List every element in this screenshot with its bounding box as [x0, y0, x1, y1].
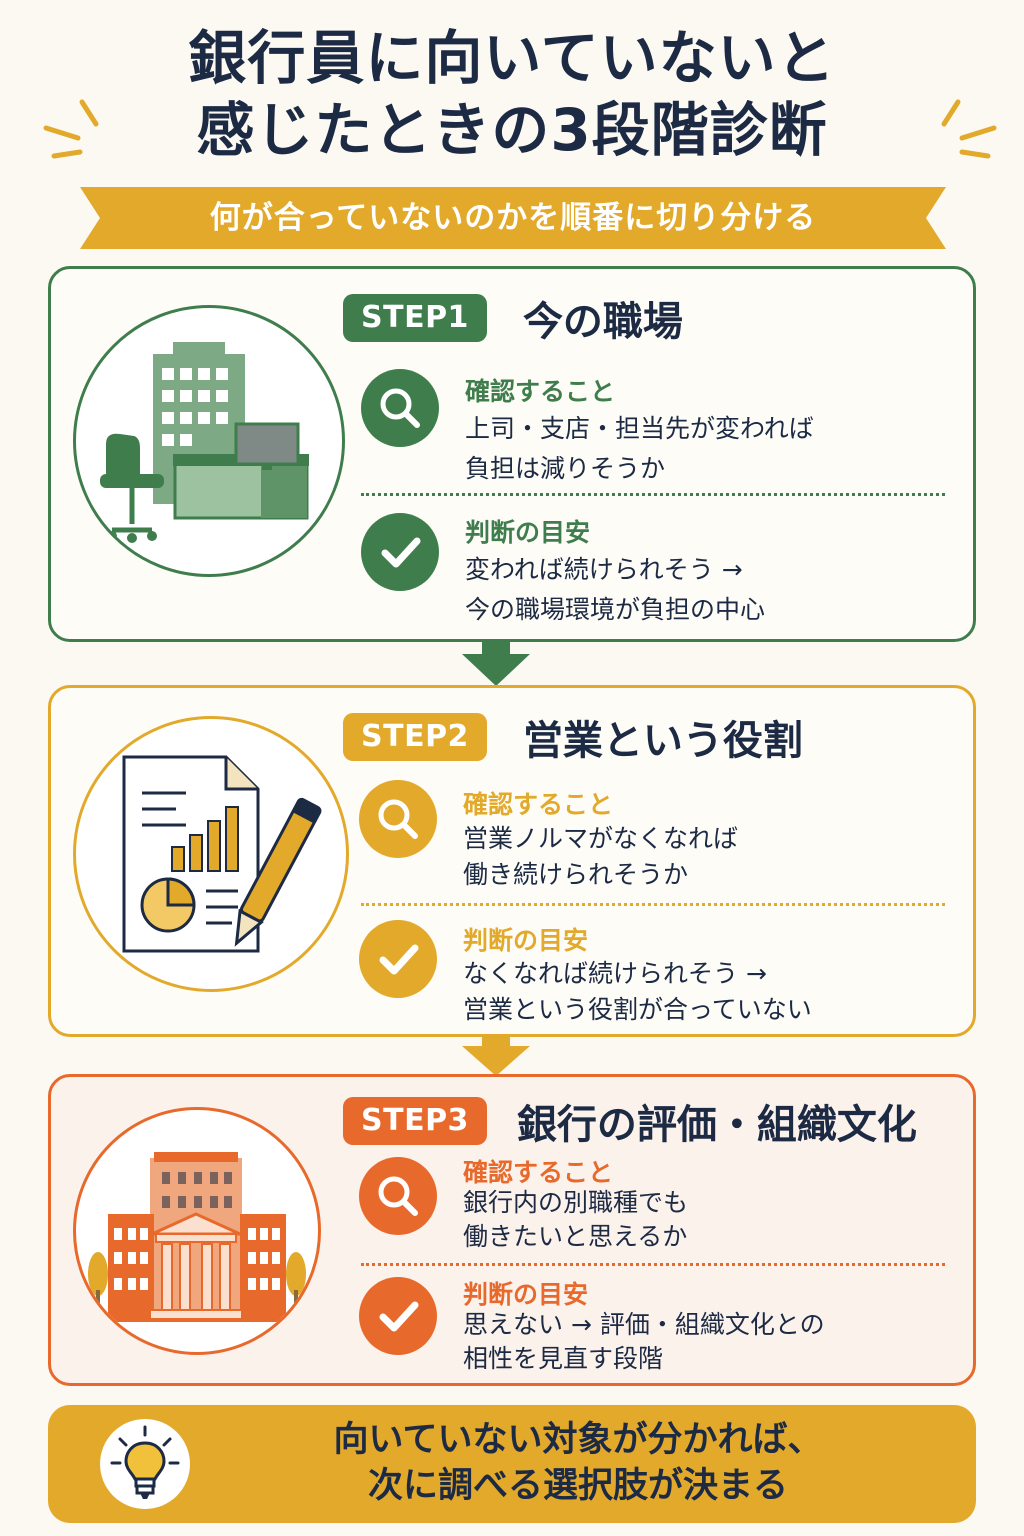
step1-check-line2: 負担は減りそうか — [465, 454, 666, 483]
page-title: 銀行員に向いていないと 感じたときの3段階診断 — [0, 22, 1024, 166]
step2-check-label: 確認すること — [463, 790, 614, 819]
step2-card: STEP2 営業という役割 確認すること 営業ノルマがなくなれば 働き続けられそ… — [48, 685, 976, 1037]
step2-check-line2: 働き続けられそうか — [463, 860, 689, 889]
light-bulb-icon — [100, 1419, 190, 1509]
step3-judge-label: 判断の目安 — [463, 1280, 589, 1309]
step1-divider — [361, 493, 945, 496]
conclusion-banner: 向いていない対象が分かれば、 次に調べる選択肢が決まる — [48, 1405, 976, 1523]
step2-judge-line1: なくなれば続けられそう → — [463, 959, 767, 988]
step3-check-line2: 働きたいと思えるか — [463, 1222, 688, 1251]
step3-header: STEP3 銀行の評価・組織文化 — [343, 1093, 917, 1149]
check-icon — [359, 920, 437, 998]
step1-judge-label: 判断の目安 — [465, 518, 591, 547]
magnifier-icon — [359, 1157, 437, 1235]
conclusion-line2: 次に調べる選択肢が決まる — [367, 1466, 788, 1506]
bank-building-icon — [73, 1107, 321, 1355]
step3-judge-line2: 相性を見直す段階 — [463, 1344, 664, 1373]
step2-badge: STEP2 — [343, 713, 487, 761]
step1-card: STEP1 今の職場 確認すること 上司・支店・担当先が変われば 負担は減りそう… — [48, 266, 976, 642]
office-building-desk-icon — [73, 305, 345, 577]
step2-divider — [361, 903, 945, 906]
step2-judge-line2: 営業という役割が合っていない — [463, 995, 812, 1024]
sparkle-left-icon — [43, 99, 99, 159]
down-arrow-icon — [462, 642, 530, 686]
step3-divider — [361, 1263, 945, 1266]
step3-title: 銀行の評価・組織文化 — [516, 1102, 917, 1148]
step2-title: 営業という役割 — [522, 718, 803, 764]
page-title-line2: 感じたときの3段階診断 — [196, 96, 828, 164]
step2-judge-label: 判断の目安 — [463, 926, 589, 955]
magnifier-icon — [361, 369, 439, 447]
subtitle-text: 何が合っていないのかを順番に切り分ける — [209, 200, 817, 236]
magnifier-icon — [359, 780, 437, 858]
conclusion-text: 向いていない対象が分かれば、 次に調べる選択肢が決まる — [218, 1417, 938, 1509]
step1-badge: STEP1 — [343, 294, 487, 342]
conclusion-line1: 向いていない対象が分かれば、 — [333, 1420, 823, 1460]
step1-judge-line1: 変われば続けられそう → — [465, 555, 743, 584]
down-arrow-icon — [462, 1036, 530, 1076]
step1-check-label: 確認すること — [465, 377, 616, 406]
check-icon — [361, 513, 439, 591]
step3-badge: STEP3 — [343, 1097, 487, 1145]
check-icon — [359, 1277, 437, 1355]
step2-check-line1: 営業ノルマがなくなれば — [463, 824, 739, 853]
step1-header: STEP1 今の職場 — [343, 290, 683, 346]
step3-judge-line1: 思えない → 評価・組織文化との — [463, 1310, 825, 1339]
sparkle-right-icon — [941, 99, 997, 159]
sales-report-pen-icon — [73, 716, 349, 992]
step1-title: 今の職場 — [522, 299, 683, 345]
subtitle-ribbon: 何が合っていないのかを順番に切り分ける — [80, 187, 946, 249]
step3-check-label: 確認すること — [463, 1158, 614, 1187]
page-title-line1: 銀行員に向いていないと — [188, 24, 836, 92]
step1-check-line1: 上司・支店・担当先が変われば — [465, 414, 814, 443]
step3-card: STEP3 銀行の評価・組織文化 確認すること 銀行内の別職種でも 働きたいと思… — [48, 1074, 976, 1386]
step1-judge-line2: 今の職場環境が負担の中心 — [465, 595, 766, 624]
step2-header: STEP2 営業という役割 — [343, 709, 803, 765]
step3-check-line1: 銀行内の別職種でも — [463, 1188, 689, 1217]
